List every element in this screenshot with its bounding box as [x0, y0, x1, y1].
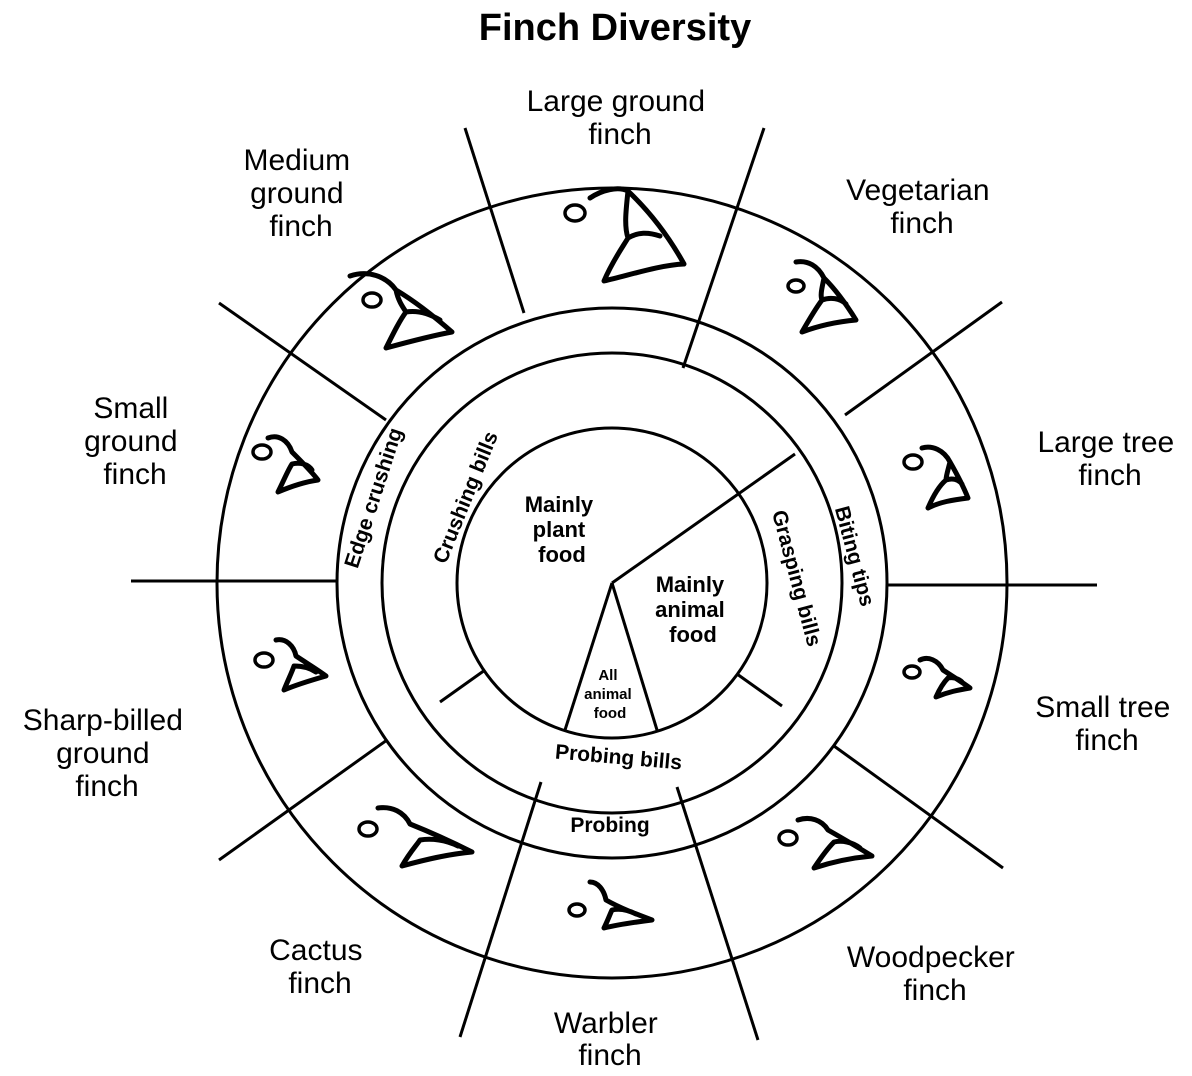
- beak-sharp-billed-icon: [255, 640, 326, 690]
- finch-label-small-ground: Small ground finch: [84, 392, 186, 491]
- beak-small-ground-icon: [253, 437, 318, 492]
- diagram-title: Finch Diversity: [479, 7, 751, 49]
- finch-label-large-ground: Large ground finch: [527, 85, 714, 151]
- beak-medium-ground-icon: [350, 274, 452, 348]
- center-all-animal-label: All animal food: [584, 667, 636, 722]
- finch-label-vegetarian: Vegetarian finch: [846, 174, 998, 240]
- center-animal-label: Mainly animal food: [655, 572, 731, 647]
- beak-large-ground-icon: [565, 189, 684, 281]
- finch-label-warbler: Warbler finch: [554, 1007, 666, 1071]
- finch-label-cactus: Cactus finch: [269, 934, 371, 1000]
- biting-tips-label: Biting tips: [830, 504, 879, 609]
- beak-woodpecker-icon: [779, 818, 872, 868]
- probing-bills-label: Probing bills: [554, 741, 683, 775]
- beak-warbler-icon: [569, 882, 652, 928]
- beak-large-tree-icon: [904, 447, 968, 508]
- probing-tip-label: Probing: [570, 814, 649, 837]
- finch-label-sharp-billed-ground: Sharp-billed ground finch: [23, 704, 191, 803]
- finch-label-small-tree: Small tree finch: [1035, 691, 1178, 757]
- finch-label-medium-ground: Medium ground finch: [243, 144, 358, 243]
- beak-vegetarian-icon: [788, 262, 856, 332]
- finch-label-woodpecker: Woodpecker finch: [847, 941, 1023, 1007]
- grasping-bills-label: Grasping bills: [767, 508, 825, 649]
- crushing-bills-label: Crushing bills: [429, 428, 503, 566]
- center-plant-label: Mainly plant food: [525, 492, 600, 567]
- beak-small-tree-icon: [904, 658, 970, 697]
- beak-cactus-icon: [359, 808, 472, 866]
- finch-label-large-tree: Large tree finch: [1037, 426, 1182, 492]
